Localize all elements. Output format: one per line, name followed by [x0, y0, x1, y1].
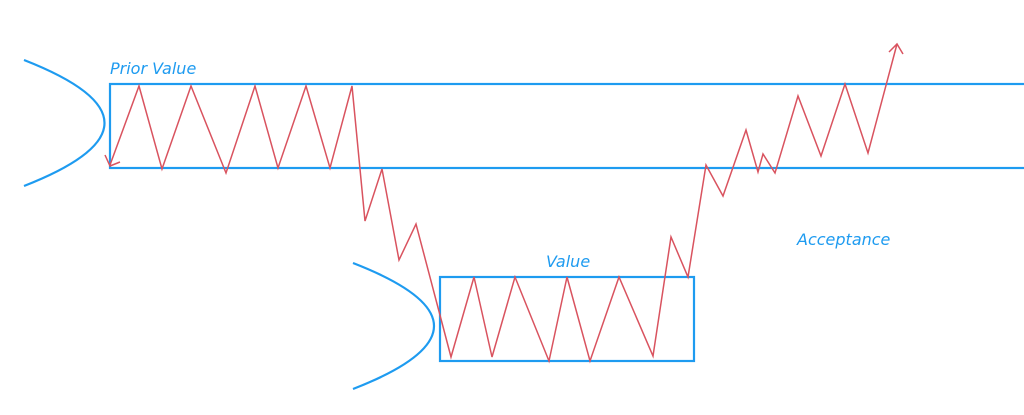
start-arrowhead-icon	[104, 154, 121, 167]
prior-volume-profile-curve	[23, 58, 106, 188]
prior-value-zone	[108, 82, 1024, 170]
prior-value-label: Prior Value	[110, 59, 197, 78]
acceptance-label: Acceptance	[797, 230, 891, 249]
value-volume-profile-curve	[352, 261, 435, 391]
end-arrowhead-icon	[888, 42, 904, 55]
value-zone	[438, 275, 696, 363]
price-path	[109, 43, 898, 364]
value-label: Value	[546, 252, 591, 271]
